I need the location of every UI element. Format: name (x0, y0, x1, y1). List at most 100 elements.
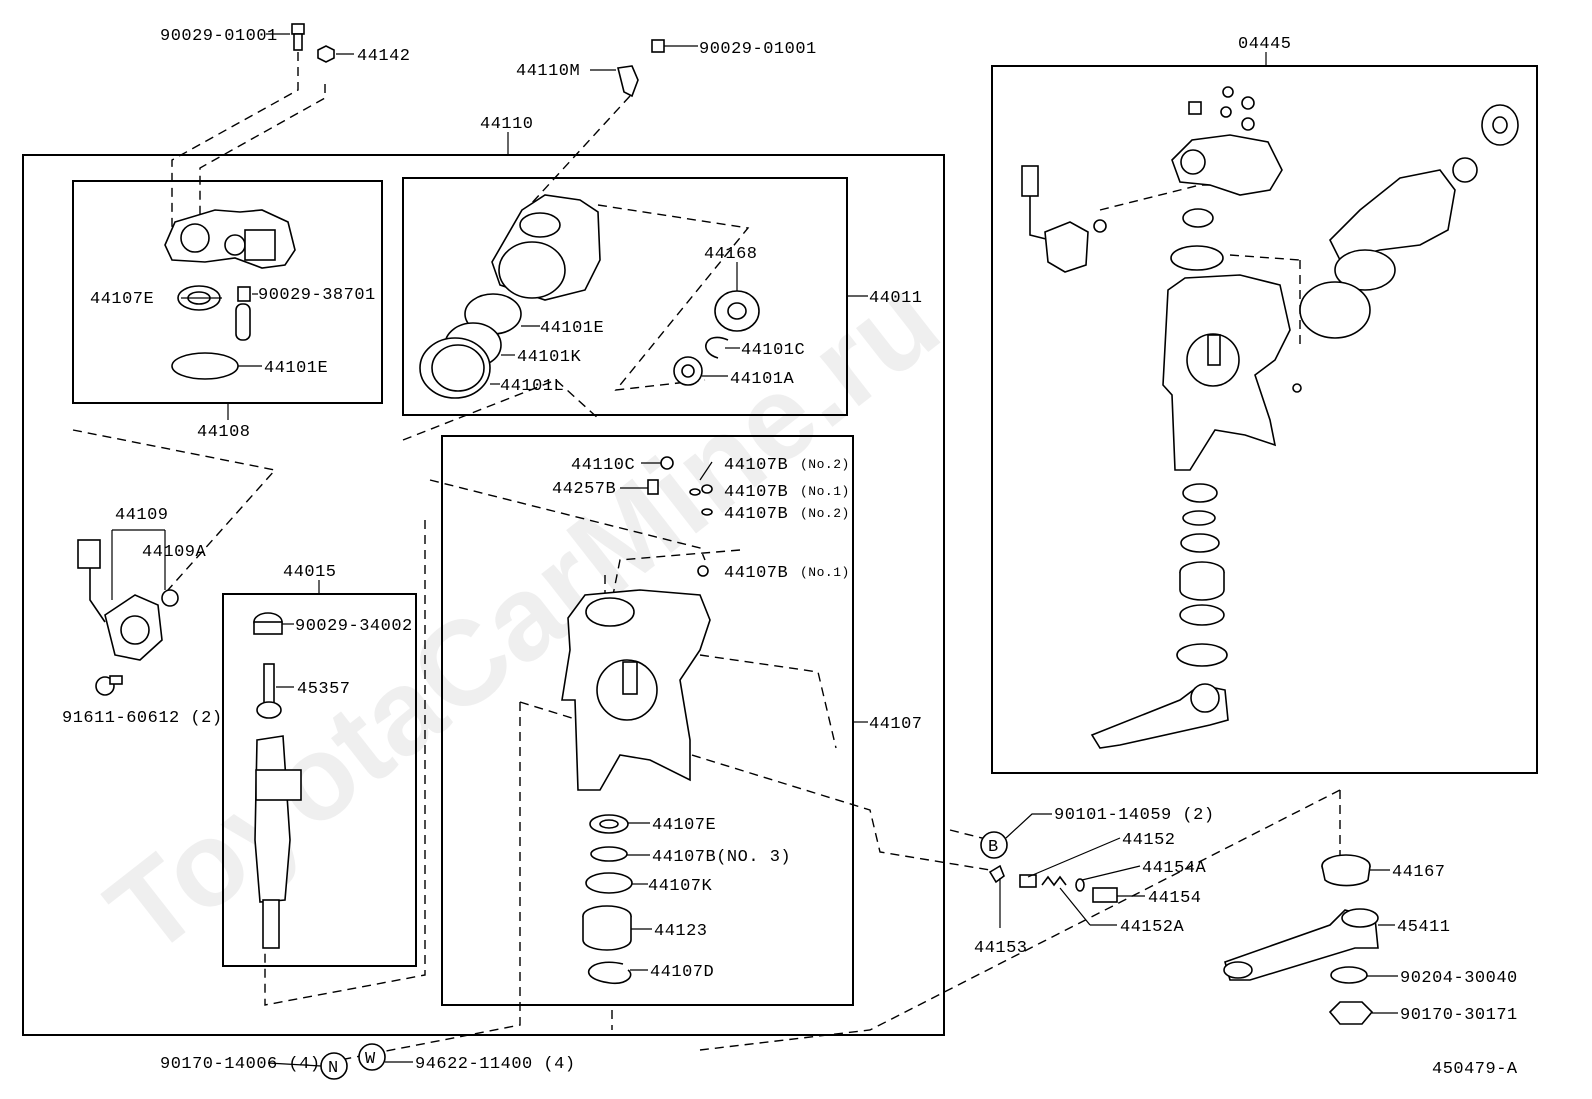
label-44152: 44152 (1122, 831, 1176, 850)
seal-44101A-icon (673, 356, 703, 386)
oring-44107B-3-icon (701, 508, 713, 516)
label-44107B-4-note: (No.1) (800, 565, 850, 580)
ring-44101L-icon (419, 337, 491, 399)
oring-44107B-no3-icon (590, 846, 628, 862)
ring-44154A-icon (1075, 878, 1085, 892)
label-44108: 44108 (197, 423, 251, 442)
label-leaders (111, 262, 1398, 1067)
bolt-90029-01001-b-icon (651, 39, 698, 53)
gear-housing-44107-icon (561, 589, 711, 791)
label-44154: 44154 (1148, 889, 1202, 908)
symbol-N-icon: N (320, 1052, 348, 1080)
screw-45357-icon (256, 663, 282, 719)
oring-44101E-a-icon (171, 352, 239, 380)
label-44153: 44153 (974, 939, 1028, 958)
label-44107B-2-note: (No.1) (800, 484, 850, 499)
nut-44142-icon (317, 45, 354, 63)
snap-ring-44107D-icon (587, 961, 632, 985)
label-90170-14006: 90170-14006 (4) (160, 1055, 321, 1074)
bleeder-44257B-icon (647, 479, 659, 495)
oring-44109A-icon (161, 589, 179, 607)
label-44110M: 44110M (516, 62, 580, 81)
seal-44107E-b-icon (589, 814, 629, 834)
label-44107K: 44107K (648, 877, 713, 896)
nut-90170-30171-icon (1328, 1001, 1374, 1025)
seal-44123-icon (582, 905, 632, 951)
plug-44110C-icon (660, 456, 674, 470)
oring-44107B-2-icon (689, 488, 701, 496)
bolt-44154-icon (1092, 887, 1118, 903)
label-90101-14059: 90101-14059 (2) (1054, 806, 1215, 825)
label-90029-01001-a: 90029-01001 (160, 27, 278, 46)
symbol-B-text: B (988, 838, 999, 857)
cylinder-44011-icon (491, 194, 601, 301)
pin-90029-38701-icon (235, 286, 251, 341)
frame-04445 (991, 65, 1538, 774)
sensor-44109-icon (77, 539, 163, 661)
label-44107D: 44107D (650, 963, 714, 982)
label-44109A: 44109A (142, 543, 207, 562)
label-44110: 44110 (480, 115, 534, 134)
label-44107B-2: 44107B (724, 483, 788, 502)
symbol-W-icon: W (358, 1043, 386, 1071)
label-44152A: 44152A (1120, 918, 1185, 937)
label-44109: 44109 (115, 506, 169, 525)
label-44257B: 44257B (552, 480, 616, 499)
label-45411: 45411 (1397, 918, 1451, 937)
label-44107B-3-note: (No.2) (800, 506, 850, 521)
label-44142: 44142 (357, 47, 411, 66)
label-90029-01001-b: 90029-01001 (699, 40, 817, 59)
valve-shaft-44015-icon (254, 735, 302, 949)
ring-44107K-icon (585, 872, 633, 894)
label-90204-30040: 90204-30040 (1400, 969, 1518, 988)
clip-44101C-icon (705, 336, 729, 359)
symbol-N-text: N (328, 1059, 339, 1078)
symbol-B-icon: B (980, 813, 1052, 859)
label-44154A: 44154A (1142, 859, 1207, 878)
label-45357: 45357 (297, 680, 351, 699)
label-44107E-b: 44107E (652, 816, 716, 835)
label-44011: 44011 (869, 289, 923, 308)
label-44123: 44123 (654, 922, 708, 941)
bolt-44153-icon (988, 864, 1005, 928)
oring-44107B-4-icon (697, 565, 709, 577)
bearing-44167-icon (1321, 854, 1371, 887)
frame-44110 (22, 154, 945, 1036)
label-44107B-1-note: (No.2) (800, 457, 850, 472)
spring-44152A-icon (1041, 875, 1067, 887)
diagram-id: 450479-A (1432, 1060, 1518, 1079)
label-90029-34002: 90029-34002 (295, 617, 413, 636)
label-44101E-a: 44101E (264, 359, 328, 378)
pitman-arm-45411-icon (1223, 908, 1379, 981)
label-44107B-3: 44107B (724, 505, 788, 524)
label-44107: 44107 (869, 715, 923, 734)
label-44107B-1: 44107B (724, 456, 788, 475)
label-90170-30171: 90170-30171 (1400, 1006, 1518, 1025)
label-44015: 44015 (283, 563, 337, 582)
label-91611-60612: 91611-60612 (2) (62, 709, 223, 728)
label-90029-38701: 90029-38701 (258, 286, 376, 305)
frame-leaders (227, 52, 1267, 723)
valve-housing-44108-icon (164, 209, 296, 269)
label-44168: 44168 (704, 245, 758, 264)
bolt-91611-icon (95, 675, 123, 696)
label-44101A: 44101A (730, 370, 795, 389)
label-44167: 44167 (1392, 863, 1446, 882)
symbol-W-text: W (365, 1050, 376, 1069)
oring-44107B-1-icon (701, 484, 713, 494)
label-44101C: 44101C (741, 341, 805, 360)
label-44107B-no3: 44107B(NO. 3) (652, 848, 791, 867)
label-04445: 04445 (1238, 35, 1292, 54)
union-44152-icon (1019, 874, 1037, 888)
assembly-04445-icon (1021, 86, 1519, 749)
label-44101E-b: 44101E (540, 319, 604, 338)
plug-90029-34002-icon (253, 612, 283, 635)
label-44110C: 44110C (571, 456, 635, 475)
label-44107E-a: 44107E (90, 290, 154, 309)
label-44107B-4: 44107B (724, 564, 788, 583)
bracket-44110M-icon (590, 65, 639, 98)
label-44101L: 44101L (500, 377, 564, 396)
frame-44107 (441, 435, 854, 1006)
label-44101K: 44101K (517, 348, 582, 367)
